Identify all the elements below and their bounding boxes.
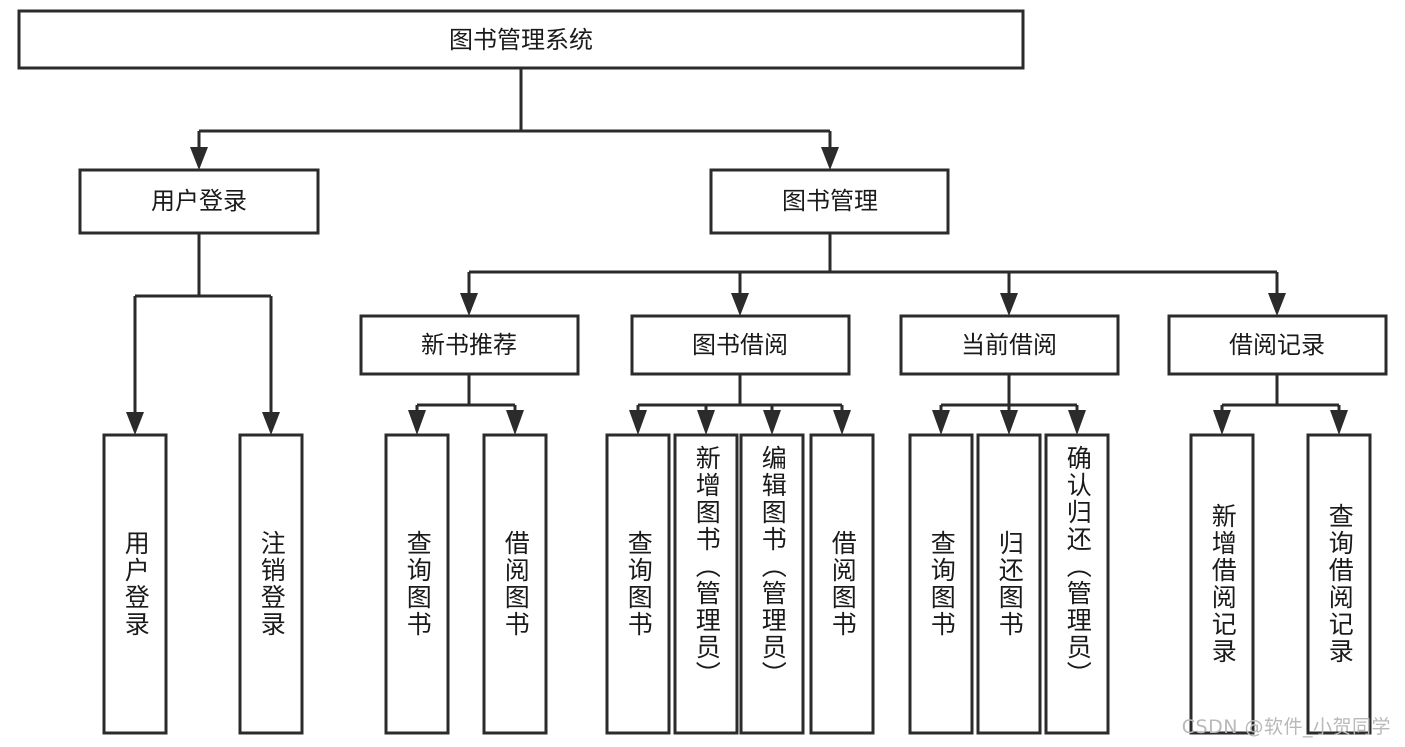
node-box-leaf-borrow-book-1[interactable]	[482, 433, 548, 735]
node-box-leaf-query-book-2[interactable]	[605, 433, 671, 735]
arrow-return-book	[1000, 410, 1018, 435]
node-box-book-borrow[interactable]	[630, 314, 851, 376]
node-box-leaf-query-record[interactable]	[1306, 433, 1372, 735]
node-label-book-manage: 图书管理	[782, 187, 878, 215]
node-box-leaf-add-book[interactable]	[673, 433, 739, 735]
arrow-new-book-rec	[460, 293, 478, 316]
node-box-borrow-record[interactable]	[1167, 314, 1388, 376]
node-label-book-borrow: 图书借阅	[692, 331, 788, 359]
arrow-book-manage	[821, 147, 839, 170]
arrow-edit-book	[763, 410, 781, 435]
arrow-query-book-2	[629, 410, 647, 435]
arrow-add-book	[697, 410, 715, 435]
arrow-query-book-1	[408, 410, 426, 435]
node-box-leaf-edit-book[interactable]	[739, 433, 805, 735]
node-box-user-login[interactable]	[78, 168, 320, 235]
arrow-book-borrow	[731, 293, 749, 316]
node-box-leaf-add-record[interactable]	[1189, 433, 1255, 735]
node-label-user-login: 用户登录	[151, 187, 247, 215]
node-box-leaf-return-book[interactable]	[976, 433, 1042, 735]
node-box-leaf-borrow-book-2[interactable]	[809, 433, 875, 735]
node-box-leaf-query-book-3[interactable]	[908, 433, 974, 735]
node-box-current-borrow[interactable]	[899, 314, 1120, 376]
node-box-leaf-confirm-return[interactable]	[1044, 433, 1110, 735]
arrow-leaf-logout	[262, 412, 280, 435]
node-box-leaf-user-login[interactable]	[102, 433, 168, 735]
horizontal-label-layer: 图书管理系统 用户登录 图书管理 新书推荐 图书借阅 当前借阅 借阅记录	[151, 26, 1325, 359]
node-box-leaf-logout[interactable]	[238, 433, 304, 735]
arrow-query-record	[1330, 410, 1348, 435]
arrow-add-record	[1213, 410, 1231, 435]
arrow-user-login	[190, 147, 208, 170]
node-box-root[interactable]	[17, 9, 1025, 70]
node-layer	[17, 9, 1388, 735]
node-label-new-book-rec: 新书推荐	[421, 331, 517, 359]
arrow-confirm-return	[1068, 410, 1086, 435]
node-label-root: 图书管理系统	[449, 26, 593, 54]
arrow-borrow-record	[1268, 293, 1286, 316]
node-box-leaf-query-book-1[interactable]	[384, 433, 450, 735]
arrow-borrow-book-1	[506, 410, 524, 435]
node-label-current-borrow: 当前借阅	[961, 331, 1057, 359]
node-label-borrow-record: 借阅记录	[1229, 331, 1325, 359]
watermark-text: CSDN @软件_小贺同学	[1181, 716, 1391, 738]
node-box-book-manage[interactable]	[709, 168, 950, 235]
node-box-new-book-rec[interactable]	[359, 314, 580, 376]
arrow-borrow-book-2	[833, 410, 851, 435]
arrow-query-book-3	[932, 410, 950, 435]
connector-layer	[126, 68, 1348, 435]
arrow-leaf-user-login	[126, 412, 144, 435]
arrow-current-borrow	[1000, 293, 1018, 316]
